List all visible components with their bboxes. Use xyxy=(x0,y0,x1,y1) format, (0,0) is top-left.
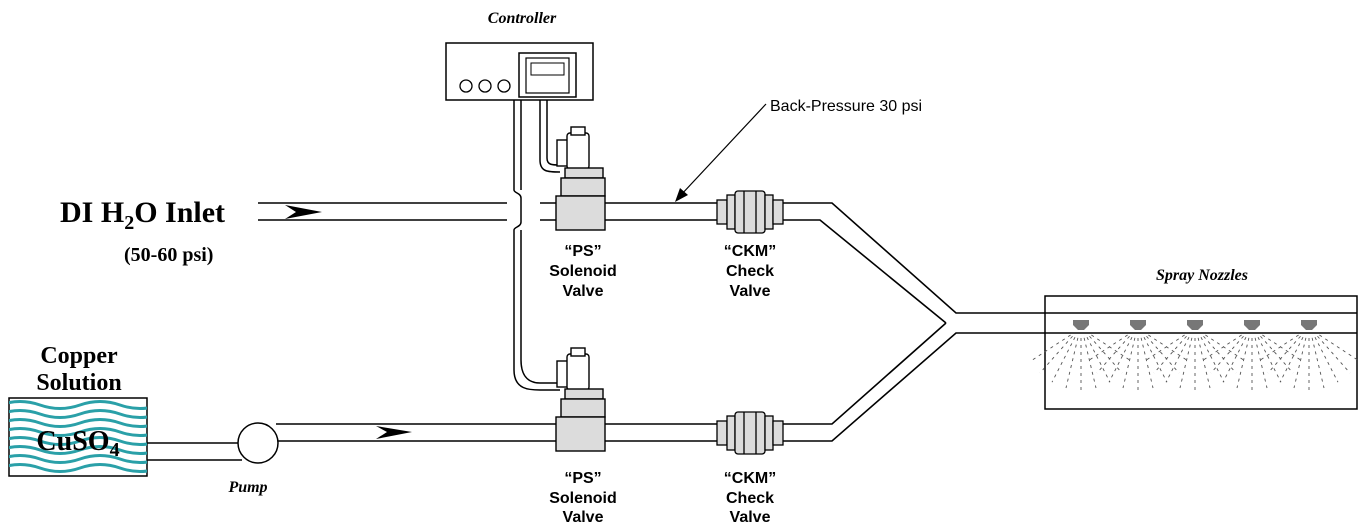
inlet-pressure-label: (50-60 psi) xyxy=(124,244,213,266)
spray-nozzle-icon xyxy=(1087,320,1189,390)
solenoid-top-caption-3: Valve xyxy=(563,283,604,300)
solenoid-valve-bottom xyxy=(555,347,606,452)
spray-nozzle-icon xyxy=(1030,320,1132,390)
solenoid-bottom-caption-2: Solenoid xyxy=(549,490,617,507)
nozzle-group xyxy=(1030,320,1360,390)
solenoid-top-caption-2: Solenoid xyxy=(549,263,617,280)
spray-chamber xyxy=(1044,295,1358,410)
solenoid-valve-top xyxy=(555,126,606,231)
spray-nozzles-label: Spray Nozzles xyxy=(1156,267,1248,284)
spray-nozzle-icon xyxy=(1201,320,1303,390)
pump-label: Pump xyxy=(227,479,267,496)
control-wire xyxy=(513,100,561,391)
back-pressure-pointer xyxy=(675,103,767,202)
spray-nozzle-icon xyxy=(1144,320,1246,390)
copper-tank xyxy=(8,397,148,477)
check-valve-bottom xyxy=(716,411,784,455)
check-bottom-caption-2: Check xyxy=(726,490,774,507)
pump-flow-arrow xyxy=(376,426,412,439)
controller-box xyxy=(445,42,594,101)
pump-icon xyxy=(237,422,279,464)
cuso4-label: CuSO4 xyxy=(36,426,119,461)
check-bottom-caption-1: “CKM” xyxy=(724,470,776,487)
back-pressure-label: Back-Pressure 30 psi xyxy=(770,98,922,115)
copper-label-line2: Solution xyxy=(36,370,121,396)
check-top-caption-3: Valve xyxy=(730,283,771,300)
check-bottom-caption-3: Valve xyxy=(730,509,771,526)
spray-nozzle-icon xyxy=(1258,320,1360,390)
inlet-flow-arrow xyxy=(285,205,322,219)
copper-label-line1: Copper xyxy=(40,343,118,369)
inlet-label: DI H2O Inlet xyxy=(60,196,225,234)
controller-label: Controller xyxy=(488,10,557,27)
check-top-caption-2: Check xyxy=(726,263,774,280)
solenoid-top-caption-1: “PS” xyxy=(564,243,601,260)
check-valve-top xyxy=(716,190,784,234)
check-top-caption-1: “CKM” xyxy=(724,243,776,260)
solenoid-bottom-caption-1: “PS” xyxy=(564,470,601,487)
solenoid-bottom-caption-3: Valve xyxy=(563,509,604,526)
top-pipe xyxy=(258,202,1045,324)
